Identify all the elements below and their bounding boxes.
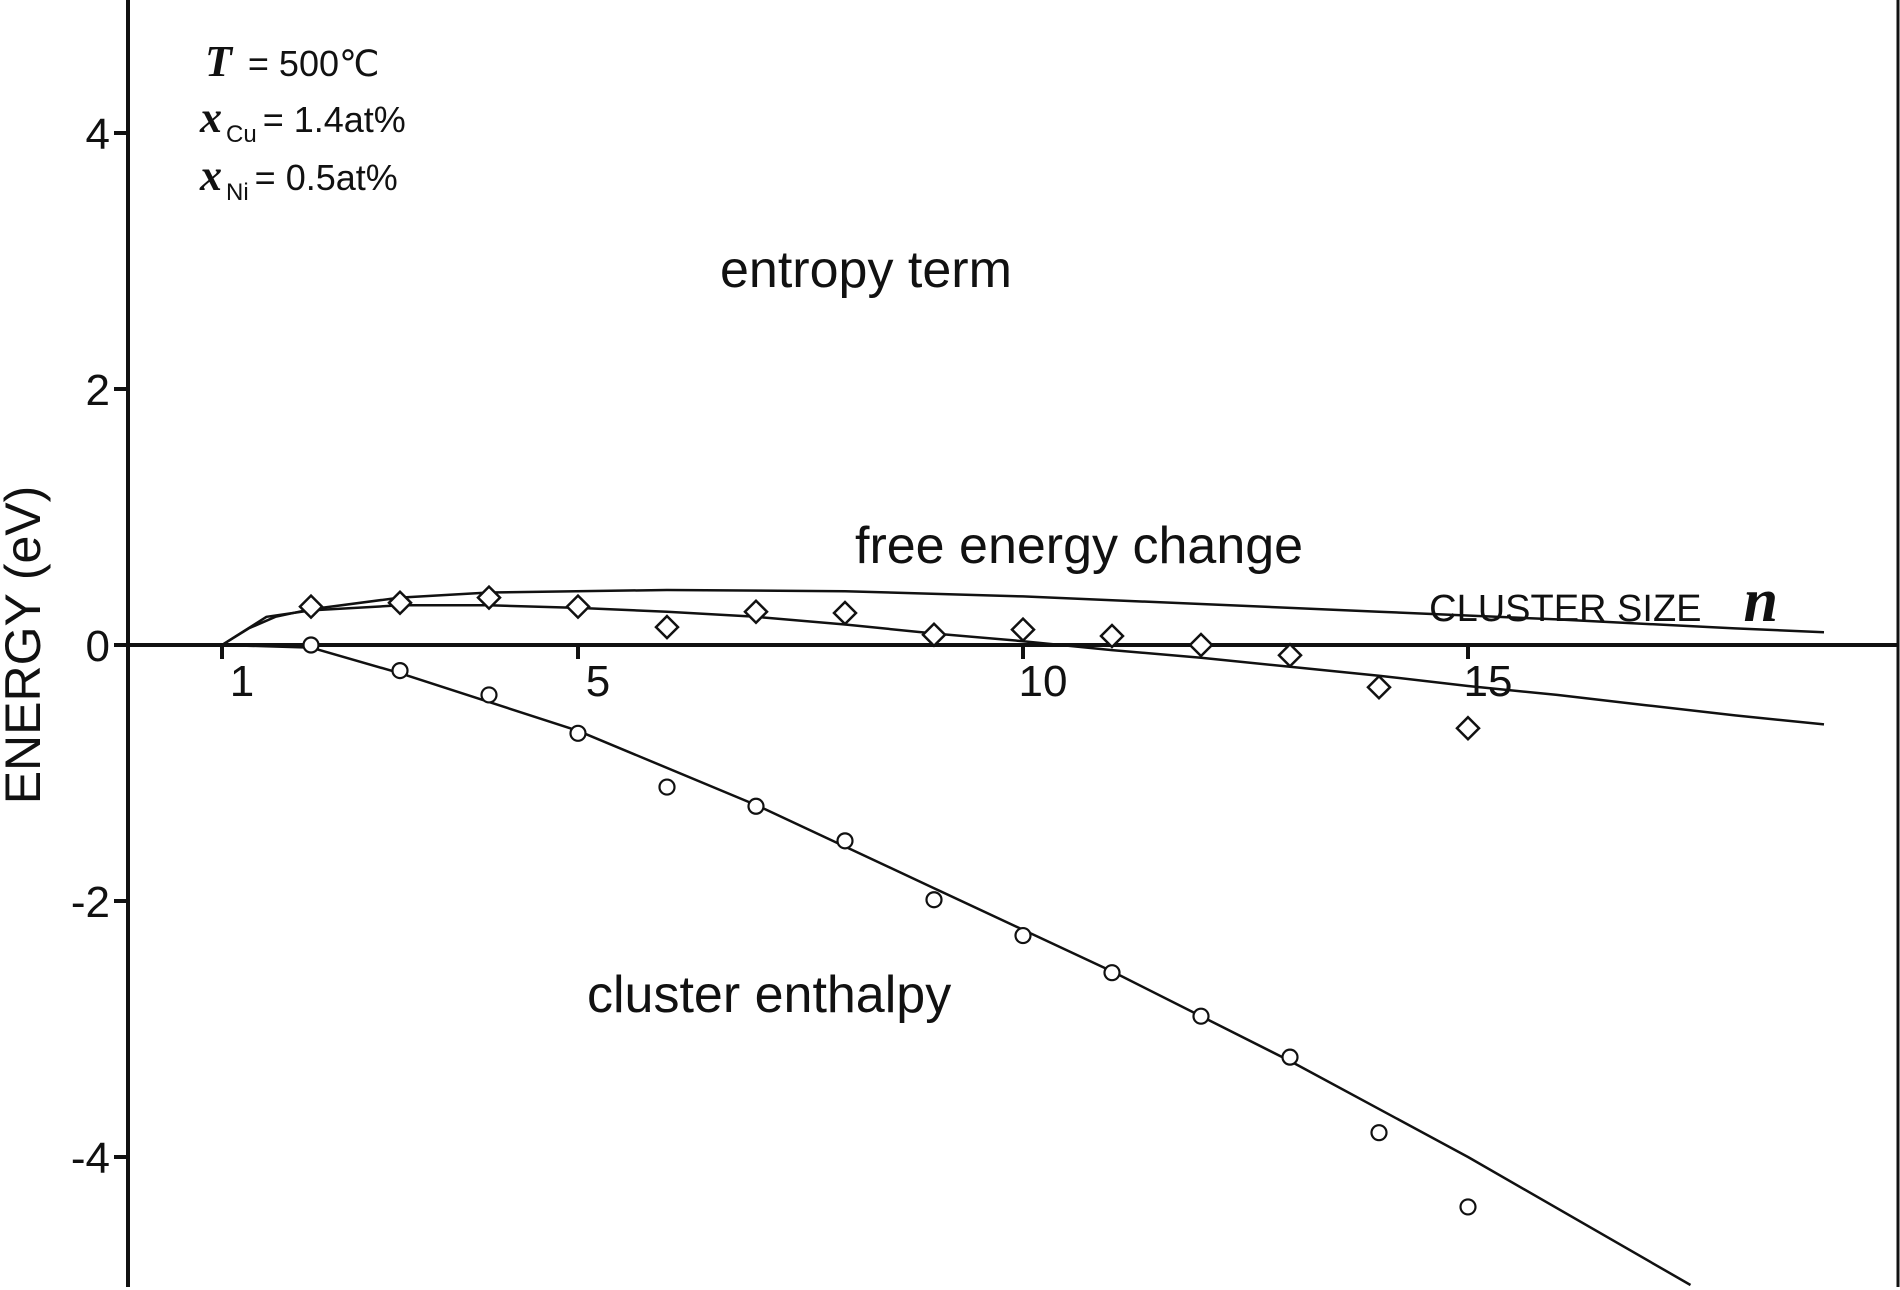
temperature-symbol: T <box>205 37 234 86</box>
circle-marker <box>1192 1007 1210 1025</box>
diamond-marker <box>743 598 769 625</box>
circle-marker <box>480 686 498 704</box>
cu-subscript: Cu <box>226 121 257 148</box>
y-tick-label: 4 <box>86 110 110 159</box>
circle-marker <box>747 797 765 815</box>
x-axis-label: CLUSTER SIZE <box>1429 588 1701 630</box>
ni-value: = 0.5at% <box>255 157 398 198</box>
circle-marker <box>925 891 943 909</box>
diamond-marker <box>1455 715 1481 741</box>
curve-1 <box>221 604 1825 726</box>
diamond-marker <box>832 600 858 626</box>
y-tick-label: 2 <box>86 366 110 415</box>
circle-marker <box>1370 1124 1388 1142</box>
diamond-marker <box>476 584 502 611</box>
diamond-marker <box>1277 642 1303 669</box>
x-axis-symbol: n <box>1744 567 1778 635</box>
annotation-free-energy-change: free energy change <box>855 517 1303 575</box>
cu-symbol: x <box>199 93 222 142</box>
circle-marker <box>658 778 676 796</box>
y-axis-title: ENERGY (eV) <box>0 486 51 805</box>
circle-marker <box>836 832 854 850</box>
x-axis-title: CLUSTER SIZE n <box>1429 567 1778 635</box>
annotation-entropy-term: entropy term <box>720 241 1012 299</box>
x-tick-label: 10 <box>1019 657 1068 706</box>
y-tick-label: 0 <box>86 622 110 671</box>
circle-marker <box>1014 926 1032 945</box>
diamond-marker <box>387 589 413 616</box>
cu-value: = 1.4at% <box>263 99 406 140</box>
circle-marker <box>1281 1048 1299 1066</box>
x-tick-label: 1 <box>230 657 254 706</box>
diamond-marker <box>654 614 680 640</box>
circle-marker <box>1459 1198 1477 1216</box>
annotation-cluster-enthalpy: cluster enthalpy <box>587 966 951 1024</box>
circle-marker <box>302 636 320 654</box>
diamond-marker <box>1188 632 1214 658</box>
ni-subscript: Ni <box>226 179 249 206</box>
diamond-marker <box>921 621 947 648</box>
ni-symbol: x <box>199 151 222 200</box>
diamond-marker <box>1366 674 1392 701</box>
y-tick-label: -2 <box>71 878 110 927</box>
curve-2 <box>221 643 1692 1287</box>
circle-marker <box>569 724 587 742</box>
diamond-marker <box>565 593 591 620</box>
condition-temperature: T = 500℃ <box>205 37 379 86</box>
y-tick-label: -4 <box>71 1134 110 1183</box>
diamond-marker <box>298 593 324 620</box>
diamond-marker <box>1010 616 1036 643</box>
condition-ni: x Ni = 0.5at% <box>199 151 398 206</box>
conditions-box: T = 500℃ x Cu = 1.4at% x Ni = 0.5at% <box>199 37 406 206</box>
x-tick-label: 15 <box>1464 657 1513 706</box>
condition-cu: x Cu = 1.4at% <box>199 93 406 148</box>
x-tick-label: 5 <box>586 657 610 706</box>
diamond-marker <box>1099 623 1125 649</box>
circle-marker <box>391 661 409 680</box>
temperature-value: = 500℃ <box>248 43 380 84</box>
circle-marker <box>1103 964 1121 982</box>
series-layer <box>221 584 1825 1287</box>
